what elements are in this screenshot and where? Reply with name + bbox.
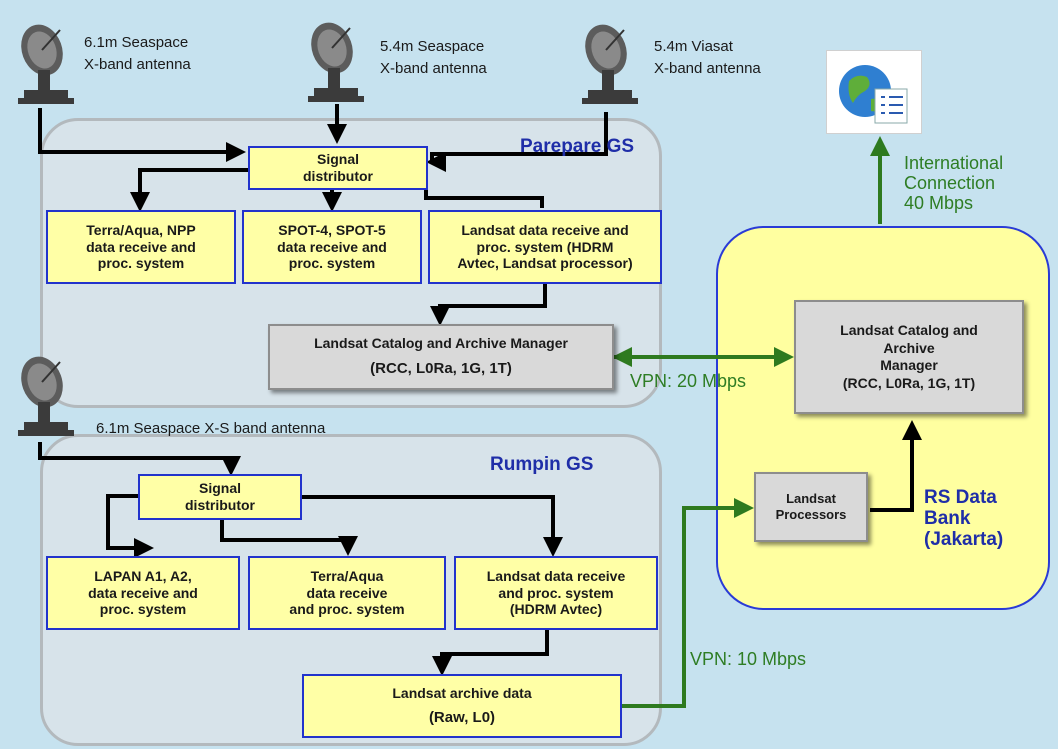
antenna-label-3: 5.4m Viasat X-band antenna [654,38,761,77]
databank-landsat-catalog: Landsat Catalog and Archive Manager (RCC… [794,300,1024,414]
rumpin-signal-distributor: Signal distributor [138,474,302,520]
parepare-landsat-box: Landsat data receive and proc. system (H… [428,210,662,284]
rs-data-bank-title: RS Data Bank (Jakarta) [924,487,1004,550]
vpn-20-label: VPN: 20 Mbps [630,371,747,391]
antenna-label-2: 5.4m Seaspace X-band antenna [380,38,487,77]
vpn-10-label: VPN: 10 Mbps [690,649,807,669]
international-connection-label: International Connection 40 Mbps [904,153,1004,213]
rumpin-gs-title: Rumpin GS [490,454,594,475]
satellite-dish-icon [18,24,74,104]
parepare-landsat-catalog: Landsat Catalog and Archive Manager (RCC… [268,324,614,390]
satellite-dish-icon [18,356,74,436]
rumpin-terra-aqua-box: Terra/Aqua data receive and proc. system [248,556,446,630]
satellite-dish-icon [308,22,364,102]
rumpin-lapan-box: LAPAN A1, A2, data receive and proc. sys… [46,556,240,630]
parepare-signal-distributor: Signal distributor [248,146,428,190]
parepare-gs-title: Parepare GS [520,136,635,157]
globe-checklist-icon [826,50,922,134]
rumpin-landsat-archive: Landsat archive data (Raw, L0) [302,674,622,738]
databank-landsat-processors: Landsat Processors [754,472,868,542]
antenna-label-1: 6.1m Seaspace X-band antenna [84,34,191,73]
parepare-spot-box: SPOT-4, SPOT-5 data receive and proc. sy… [242,210,422,284]
parepare-terra-aqua-npp-box: Terra/Aqua, NPP data receive and proc. s… [46,210,236,284]
satellite-dish-icon [582,24,638,104]
antenna-label-4: 6.1m Seaspace X-S band antenna [96,420,326,437]
rs-data-bank-region [716,226,1050,610]
rumpin-landsat-box: Landsat data receive and proc. system (H… [454,556,658,630]
